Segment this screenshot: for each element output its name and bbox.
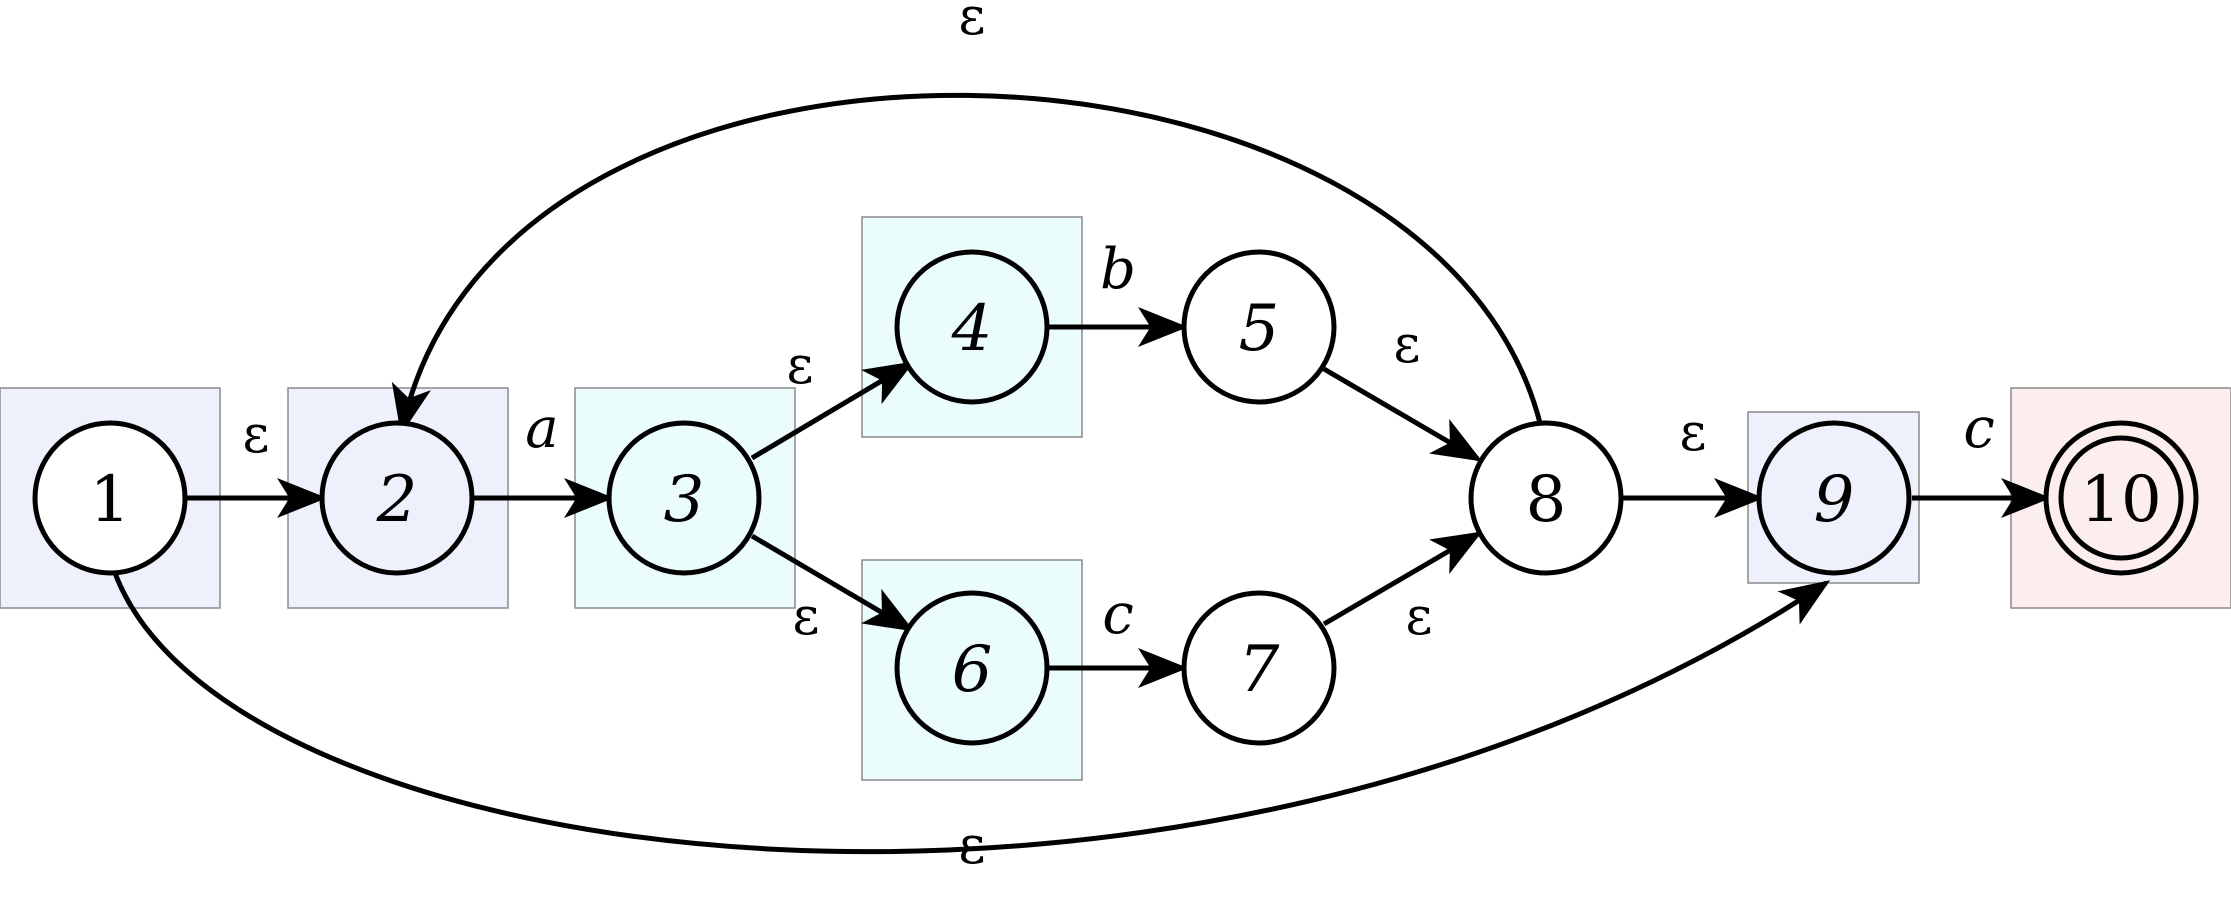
edge-8-2	[391, 92, 1543, 435]
state-3-circle	[606, 420, 762, 576]
states: 1 2 3 4 5 6 7 8	[32, 249, 2199, 746]
state-4[interactable]: 4	[894, 249, 1050, 405]
label-8-9: ε	[1680, 403, 1707, 463]
state-4-label: 4	[951, 292, 993, 366]
transitions	[112, 92, 2051, 855]
state-6-label: 6	[952, 633, 993, 707]
edge-3-4	[750, 361, 915, 461]
state-2[interactable]: 2	[319, 420, 475, 576]
state-3[interactable]: 3	[606, 420, 762, 576]
label-7-8: ε	[1406, 587, 1433, 647]
label-3-6: ε	[793, 587, 820, 647]
state-3-label: 3	[664, 463, 705, 537]
state-9[interactable]: 9	[1756, 420, 1912, 576]
state-8[interactable]: 8	[1468, 420, 1624, 576]
state-9-label: 9	[1814, 463, 1855, 537]
state-2-circle	[319, 420, 475, 576]
label-2-3: a	[525, 396, 558, 461]
label-3-4: ε	[787, 336, 814, 396]
state-1-label: 1	[90, 463, 131, 537]
state-7[interactable]: 7	[1181, 590, 1337, 746]
edge-1-9	[112, 572, 1831, 855]
state-5-circle	[1181, 249, 1337, 405]
label-5-8: ε	[1394, 315, 1421, 375]
label-9-10: c	[1963, 396, 1994, 461]
state-6[interactable]: 6	[894, 590, 1050, 746]
edge-3-6	[750, 533, 915, 632]
label-1-9: ε	[959, 816, 986, 876]
state-6-circle	[894, 590, 1050, 746]
state-1[interactable]: 1	[32, 420, 188, 576]
edge-5-8	[1322, 366, 1483, 462]
label-1-2: ε	[243, 405, 270, 465]
state-4-circle	[894, 249, 1050, 405]
state-8-label: 8	[1526, 463, 1567, 537]
state-1-circle	[32, 420, 188, 576]
state-7-circle	[1181, 590, 1337, 746]
state-2-label: 2	[376, 463, 418, 537]
label-8-2: ε	[959, 0, 986, 47]
label-4-5: b	[1100, 237, 1136, 302]
state-10-outer-circle	[2043, 420, 2199, 576]
state-7-label: 7	[1239, 633, 1280, 707]
edge-7-8	[1322, 531, 1483, 627]
state-8-circle	[1468, 420, 1624, 576]
state-10[interactable]: 10	[2043, 420, 2199, 576]
state-5-label: 5	[1239, 292, 1280, 366]
state-10-accepting-ring	[2058, 435, 2184, 561]
state-5[interactable]: 5	[1181, 249, 1337, 405]
label-6-7: c	[1102, 582, 1133, 647]
state-10-label: 10	[2080, 463, 2161, 537]
state-9-circle	[1756, 420, 1912, 576]
transition-labels: ε a ε ε b c ε ε ε c ε ε	[243, 0, 1995, 876]
